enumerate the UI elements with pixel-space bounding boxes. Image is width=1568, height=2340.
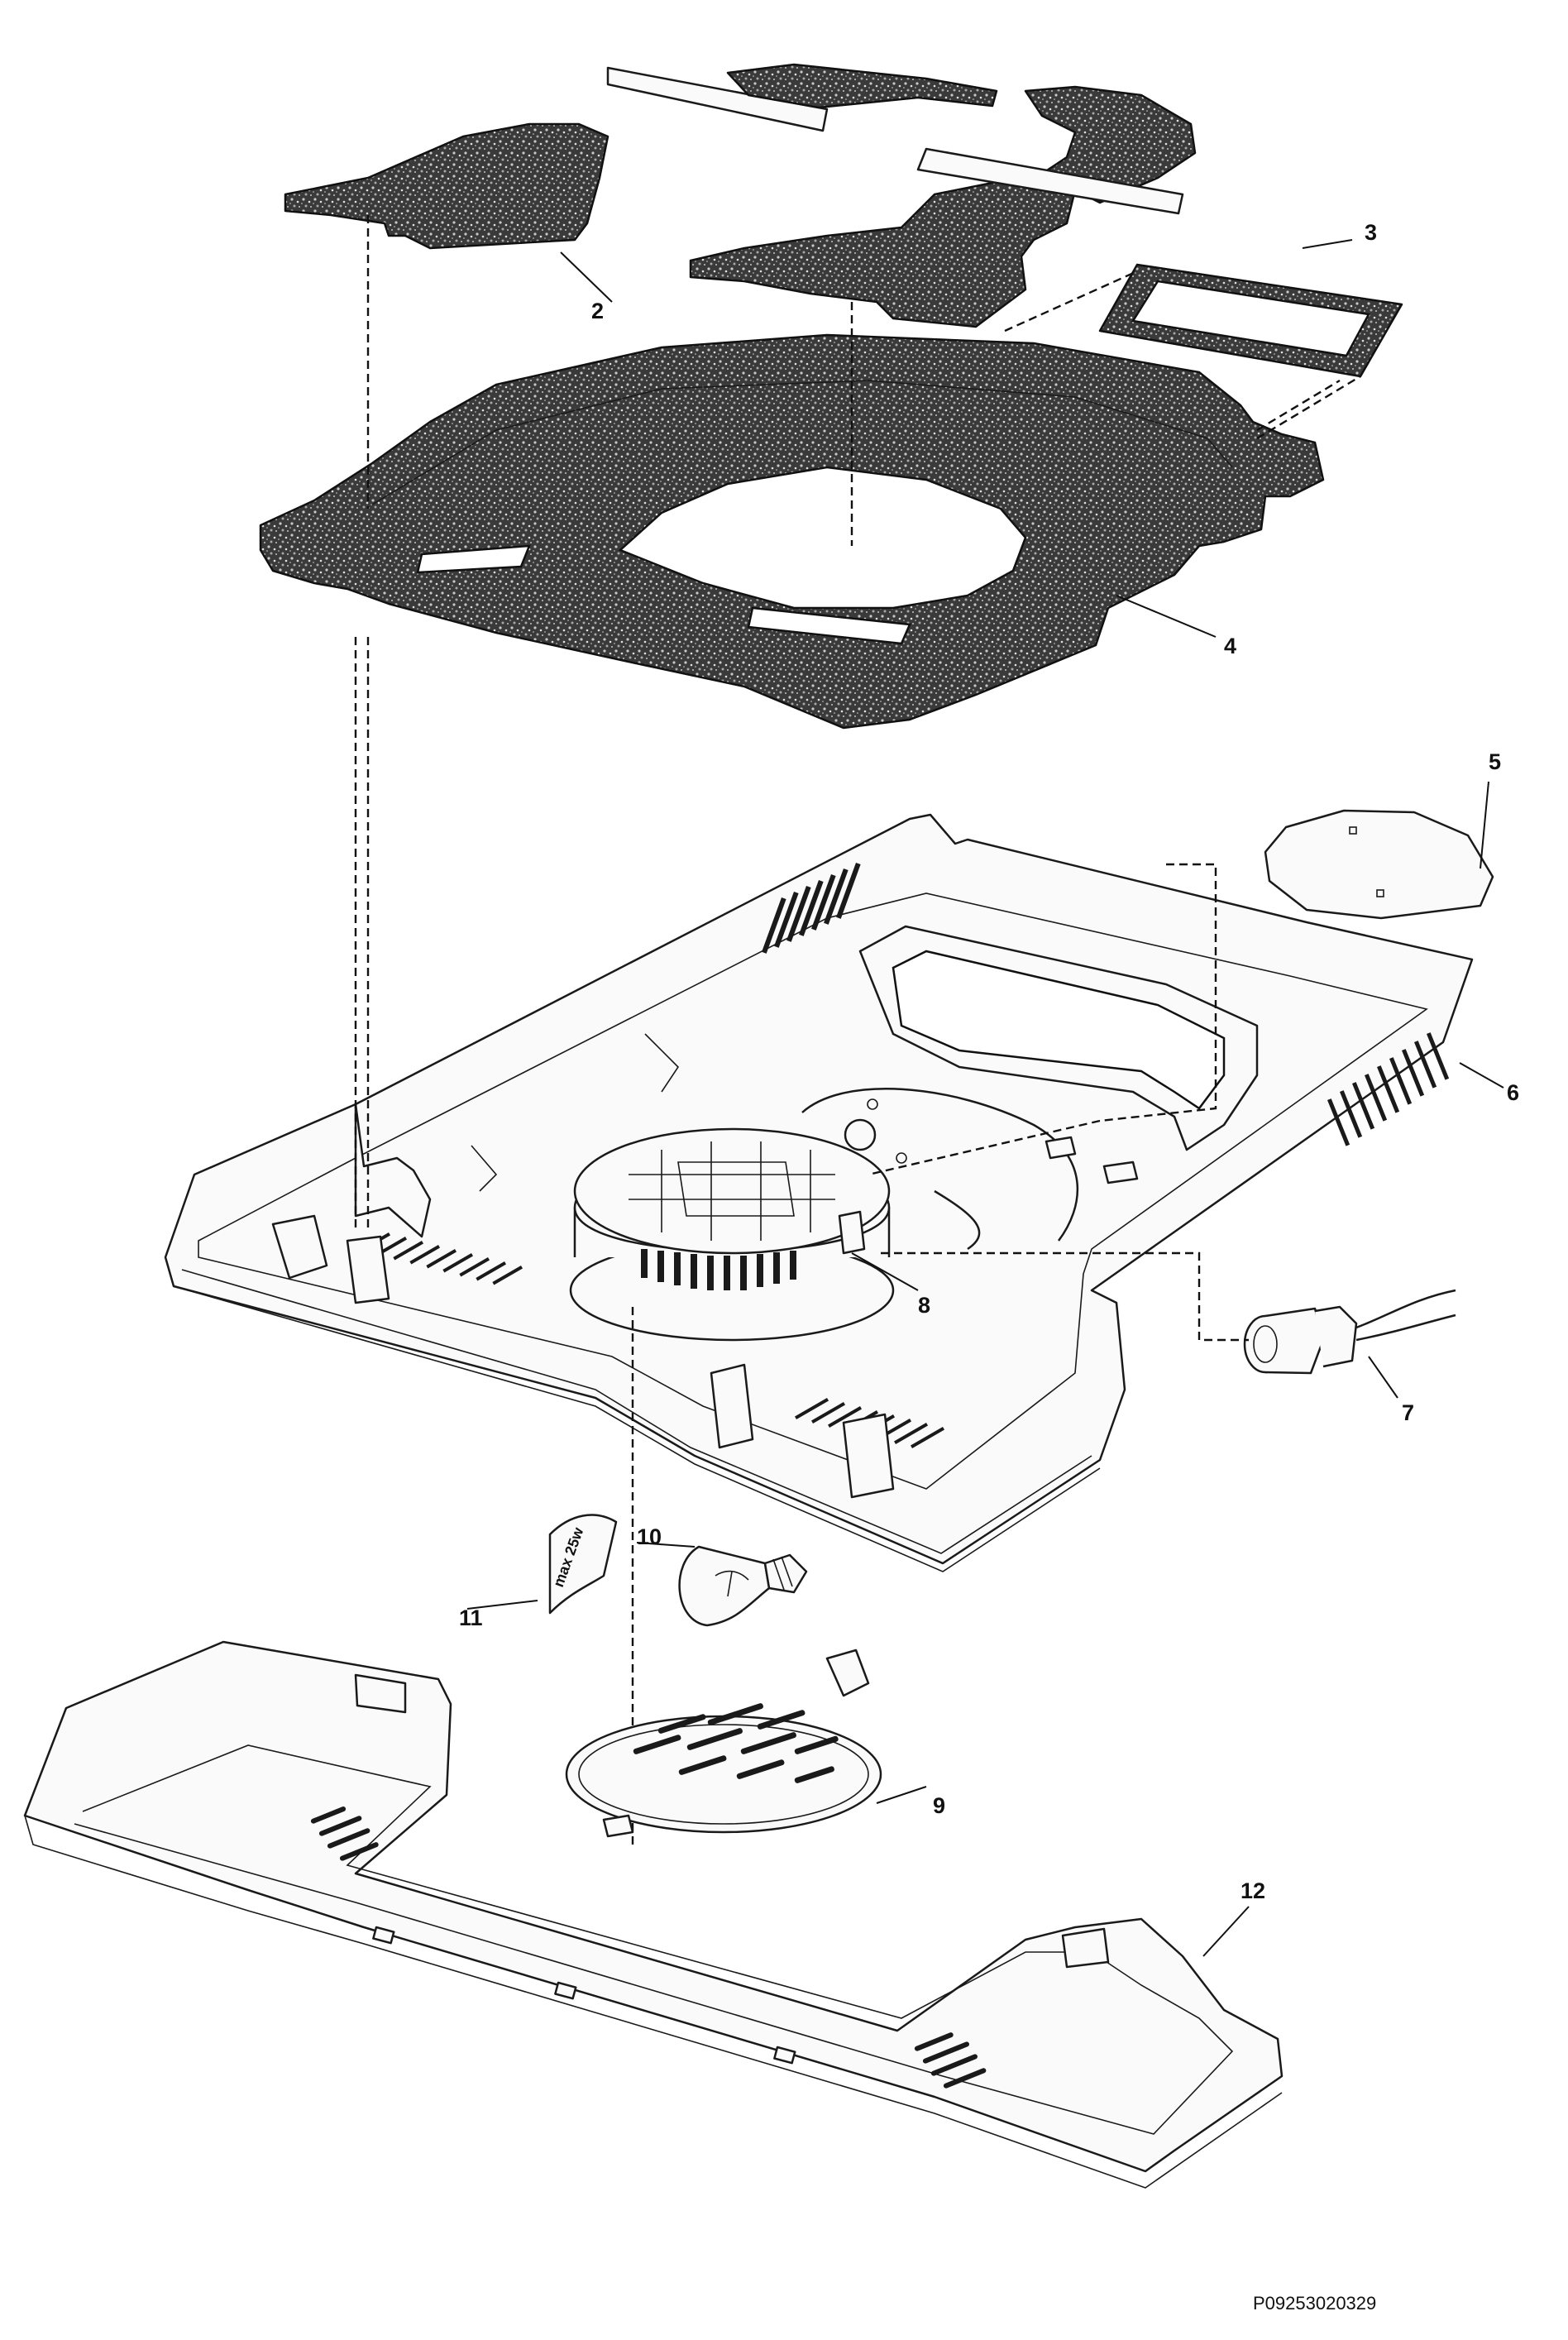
warning-label-part-11: max 25w [548, 1514, 618, 1615]
callout-part-10: 10 [637, 1524, 662, 1549]
callout-part-9: 9 [933, 1793, 945, 1818]
lamp-holder-part-8 [569, 1127, 895, 1342]
callout-part-12: 12 [1241, 1878, 1265, 1903]
switch-connector-part-7 [1243, 1289, 1456, 1375]
gasket-frame-part-3 [1098, 263, 1403, 378]
insulation-strips-part-2 [284, 63, 1197, 328]
callout-part-3: 3 [1365, 220, 1377, 245]
callout-part-6: 6 [1507, 1080, 1519, 1105]
bottom-cover-part-12 [23, 1640, 1284, 2189]
lamp-cover-part-9 [565, 1649, 882, 1838]
callout-part-4: 4 [1224, 634, 1236, 658]
callout-part-2: 2 [591, 299, 604, 323]
leader-lines [466, 239, 1504, 1957]
callout-part-11: 11 [459, 1605, 483, 1630]
insulation-block-part-4 [259, 333, 1325, 730]
document-reference-code: P09253020329 [1253, 2293, 1376, 2314]
callout-part-8: 8 [918, 1293, 930, 1318]
alignment-lines-upper [366, 215, 1361, 546]
light-bulb-part-10 [678, 1545, 808, 1627]
callout-part-7: 7 [1402, 1400, 1414, 1425]
cover-plate-part-5 [1264, 809, 1494, 920]
callout-part-5: 5 [1489, 749, 1501, 774]
callout-labels: 2 3 4 5 6 7 8 9 10 11 12 [459, 220, 1519, 1903]
